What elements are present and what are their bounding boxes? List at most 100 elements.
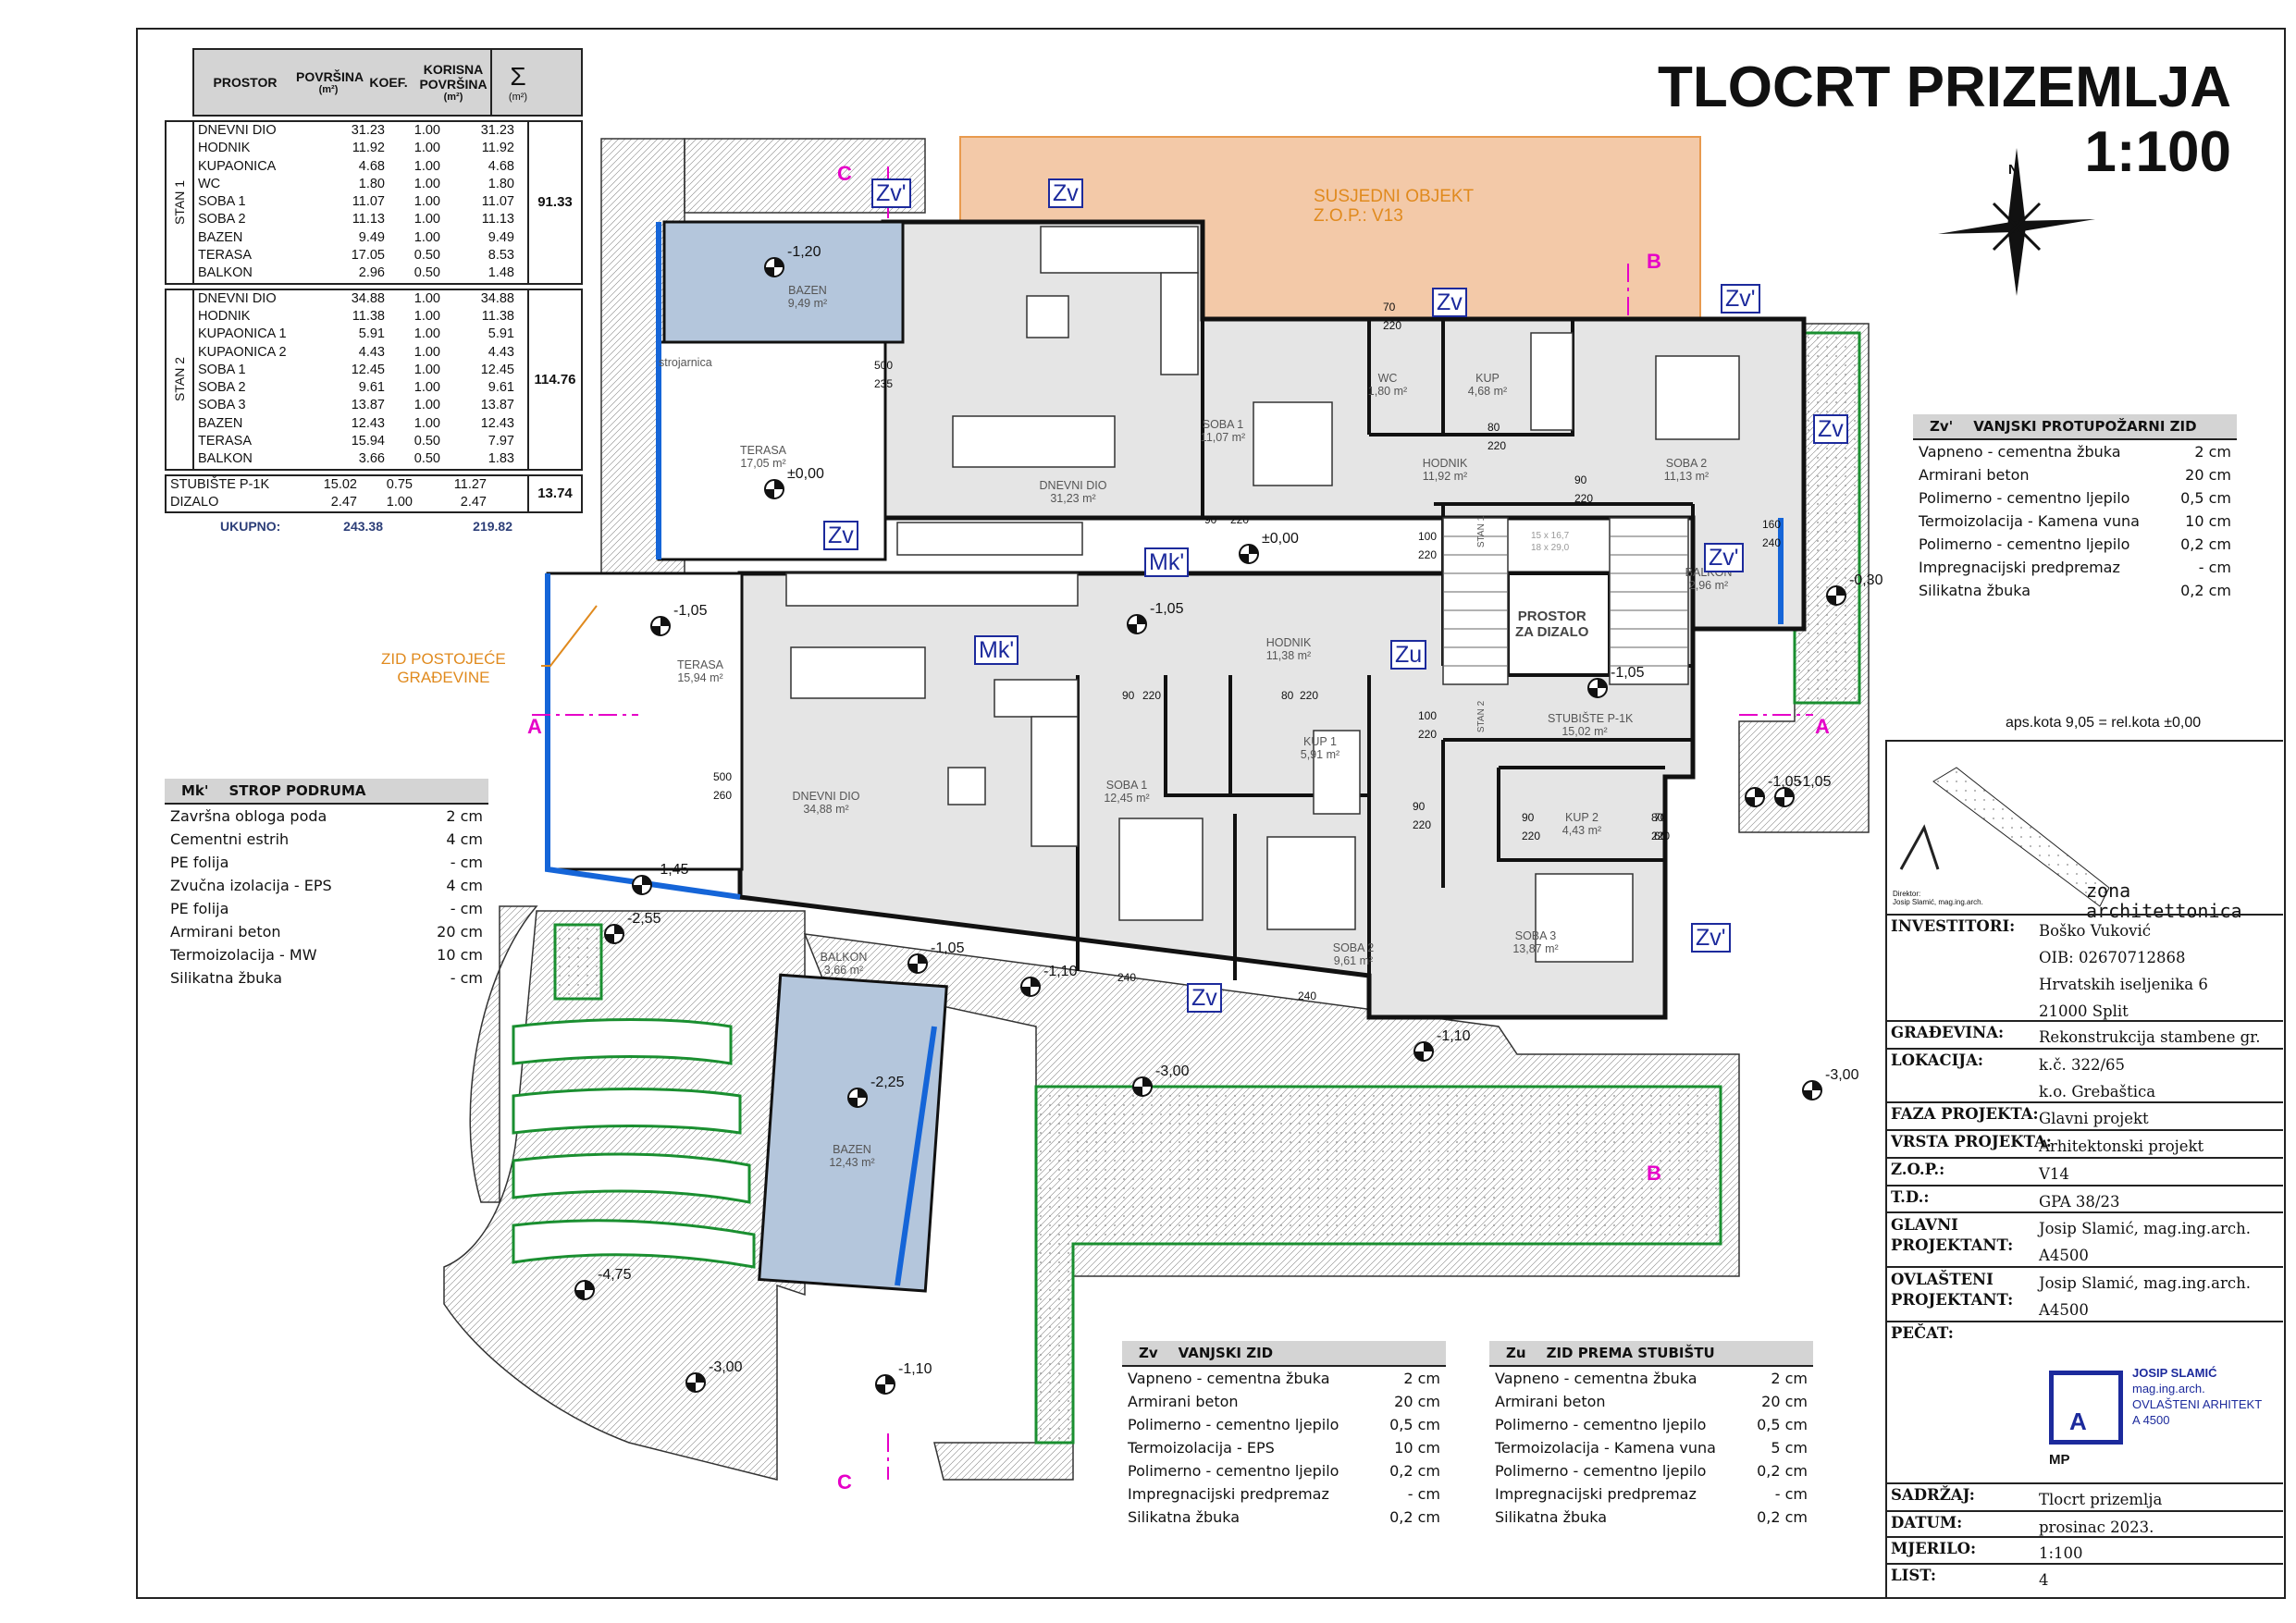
level-symbol-icon [1826,585,1846,606]
dining-1 [952,415,1116,468]
grass-5 [1034,1085,1722,1445]
door-dimension: 500 [874,359,894,372]
stair-label-1: STAN 1 [1476,515,1487,548]
aps-kota: aps.kota 9,05 = rel.kota ±0,00 [2006,715,2202,731]
wall-tag: Zv [1187,983,1222,1013]
spec-row: PE folija- cm [170,854,483,871]
wall-tag: Mk' [974,635,1019,665]
door-dimension: 240 [1117,971,1137,984]
level-symbol-icon [1774,787,1795,807]
wall-tag: Zv' [871,178,911,208]
level-symbol-icon [1127,614,1147,634]
level-symbol-icon [1020,977,1041,997]
door-dimension: 90 [1522,811,1535,824]
bed-3 [1118,818,1204,921]
door-dimension: 60 [1654,830,1667,842]
wall-tag: Zv' [1721,284,1760,314]
drawing-frame [136,28,2286,1599]
bed-2 [1655,355,1740,440]
door-dimension: 220 [1651,830,1671,842]
grass-2 [512,1088,742,1135]
level-symbol-icon [650,616,671,636]
level-mark: -1,05 [673,603,708,619]
mp-label: MP [2049,1452,2070,1468]
level-symbol-icon [875,1374,895,1395]
level-symbol-icon [574,1280,595,1300]
drawing-title: TLOCRT PRIZEMLJA 1:100 [1658,55,2231,184]
terrace-stan2 [546,572,744,871]
level-symbol-icon [1413,1041,1434,1062]
level-mark: -3,00 [709,1359,743,1375]
north-arrow [1938,148,2095,296]
door-dimension: 240 [1298,990,1317,1002]
terrain-south [469,905,538,1203]
level-symbol-icon [764,257,784,277]
door-dimension: 260 [713,789,733,802]
area-total: UKUPNO: 243.38 219.82 [220,519,512,535]
section-mark: C [837,1470,852,1494]
level-symbol-icon [1587,678,1608,698]
grass-6 [553,923,603,1001]
level-mark: -3,00 [1155,1064,1190,1079]
level-mark: -1,45 [655,862,689,878]
door-dimension: 90 [1204,513,1217,526]
door-dimension: 235 [874,377,894,390]
bed-4 [1266,836,1356,930]
spec-row: Impregnacijski predpremaz- cm [1128,1485,1440,1503]
firm-name: zona architettonica [2086,879,2242,922]
bed-1 [1253,401,1333,486]
level-mark: -1,05 [1611,665,1645,681]
spec-header: Mk'STROP PODRUMA [165,779,488,805]
wall-tag: Zv [1813,414,1848,444]
door-dimension: 240 [1762,536,1782,549]
section-mark: A [1815,715,1830,738]
door-dimension: 80 [1281,689,1294,702]
door-dimension: 220 [1418,728,1438,741]
kitchen-1 [896,522,1083,556]
door-dimension: 220 [1487,439,1507,452]
level-symbol-icon [907,953,928,974]
level-mark: -1,05 [1797,774,1832,790]
spec-row: Impregnacijski predpremaz- cm [1495,1485,1808,1503]
pool-stan2 [758,973,948,1293]
level-symbol-icon [685,1372,706,1393]
title-block: zona architettonica Direktor:Josip Slami… [1885,740,2283,1597]
level-mark: -1,05 [1150,601,1184,617]
